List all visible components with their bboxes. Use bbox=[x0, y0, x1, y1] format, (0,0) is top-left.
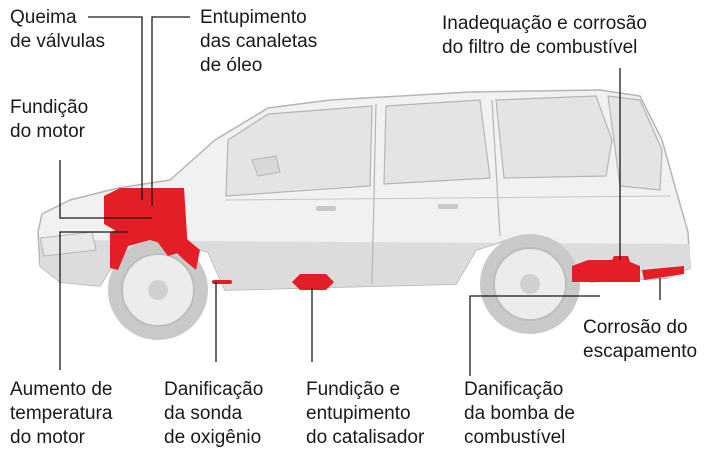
label-filtro-combustivel: Inadequação e corrosão do filtro de comb… bbox=[442, 13, 647, 58]
leader-queima bbox=[88, 16, 143, 200]
leader-temperatura bbox=[59, 231, 128, 370]
fuel-pump-filter bbox=[572, 256, 640, 282]
label-corrosao-escapamento: Corrosão do escapamento bbox=[583, 317, 698, 362]
label-sonda-oxigenio: Danificação da sonda de oxigênio bbox=[164, 379, 264, 448]
leader-entupimento bbox=[151, 16, 190, 206]
label-catalisador: Fundição e entupimento do catalisador bbox=[306, 379, 425, 448]
label-aumento-temperatura: Aumento de temperatura do motor bbox=[10, 379, 113, 448]
label-bomba-combustivel: Danificação da bomba de combustível bbox=[464, 379, 575, 448]
label-entupimento-canaletas: Entupimento das canaletas de óleo bbox=[200, 7, 318, 76]
oxygen-sensor bbox=[212, 280, 232, 284]
rear-wheel bbox=[480, 234, 580, 334]
highlighted-parts bbox=[104, 188, 684, 290]
label-queima-valvulas: Queima de válvulas bbox=[10, 7, 106, 52]
front-wheel bbox=[108, 240, 208, 340]
leader-fundicao bbox=[59, 160, 152, 219]
label-fundicao-motor: Fundição do motor bbox=[10, 97, 89, 142]
car-body bbox=[37, 89, 691, 291]
exhaust-pipe bbox=[642, 266, 684, 280]
engine-lower bbox=[110, 224, 200, 270]
catalyst bbox=[292, 274, 334, 290]
leader-bomba bbox=[469, 295, 600, 376]
leader-lines bbox=[59, 16, 661, 376]
